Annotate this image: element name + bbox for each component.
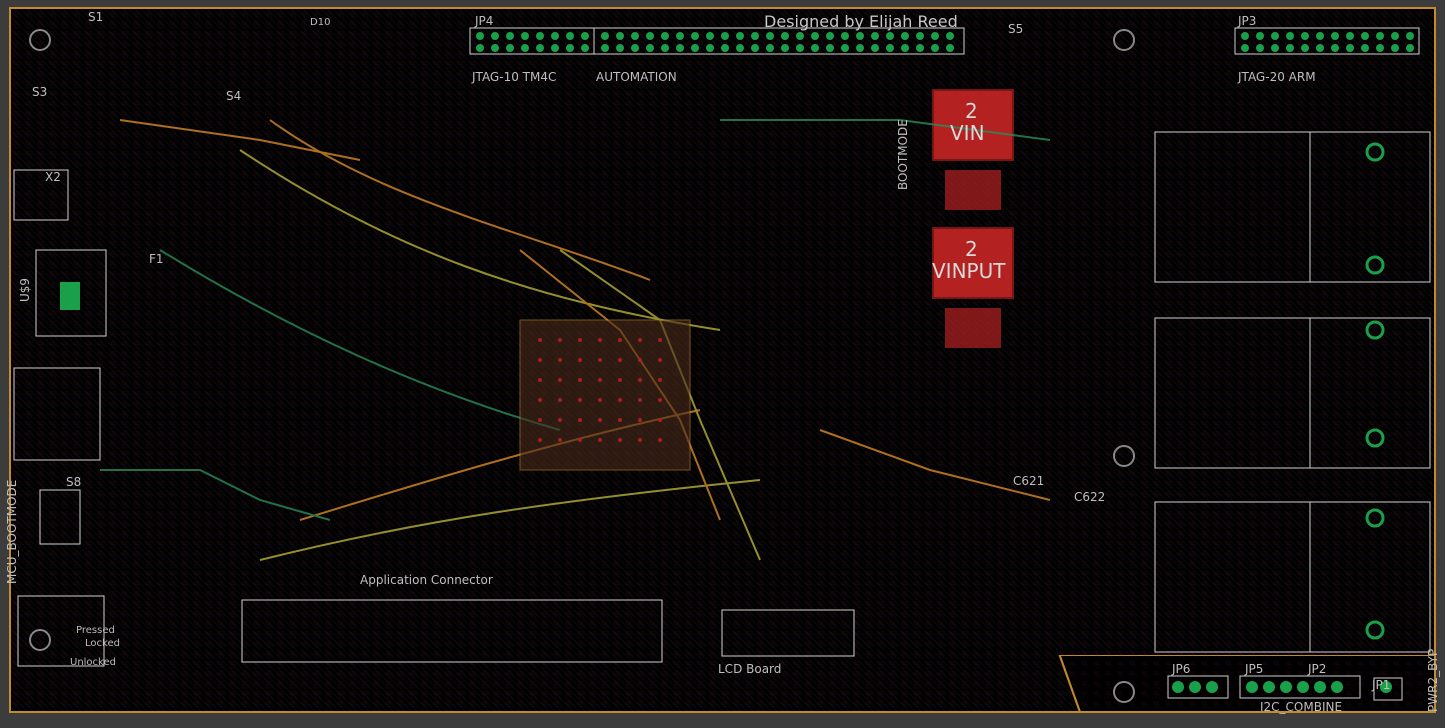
- automation-label: AUTOMATION: [596, 70, 677, 84]
- jp4-label: JP4: [475, 14, 494, 28]
- f1-label: F1: [149, 252, 164, 266]
- vin-number: 2: [965, 99, 978, 123]
- s1-label: S1: [88, 10, 104, 24]
- bootmode-label: BOOTMODE: [896, 119, 910, 190]
- i2c-combine-label: I2C_COMBINE: [1260, 700, 1343, 714]
- s8-label: S8: [66, 475, 82, 489]
- jp2-label: JP2: [1308, 662, 1327, 676]
- d10-label: D10: [310, 17, 331, 28]
- pwr-byp-label: PWR2_BYP: [1426, 648, 1440, 712]
- jp5-label: JP5: [1245, 662, 1264, 676]
- vinput-number: 2: [965, 237, 978, 261]
- jtag20-label: JTAG-20 ARM: [1238, 70, 1316, 84]
- s4-label: S4: [226, 89, 242, 103]
- unlocked-label: Unlocked: [70, 657, 116, 668]
- c621-label: C621: [1013, 474, 1045, 488]
- s5-label: S5: [1008, 22, 1024, 36]
- s3-label: S3: [32, 85, 48, 99]
- lcd-board-label: LCD Board: [718, 662, 782, 676]
- designer-label: Designed by Elijah Reed: [764, 12, 958, 31]
- c622-label: C622: [1074, 490, 1106, 504]
- jtag10-label: JTAG-10 TM4C: [472, 70, 557, 84]
- locked-label: Locked: [85, 638, 120, 649]
- vinput-label: VINPUT: [932, 259, 1006, 283]
- mcu-bootmode-label: MCU_BOOTMODE: [5, 479, 19, 584]
- u9-label: U$9: [18, 277, 32, 302]
- vin-label: VIN: [950, 121, 985, 145]
- jp6-label: JP6: [1172, 662, 1191, 676]
- jp3-label: JP3: [1238, 14, 1257, 28]
- pressed-label: Pressed: [76, 625, 115, 636]
- x2-label: X2: [45, 170, 61, 184]
- application-connector-label: Application Connector: [360, 573, 493, 587]
- jp1-label: JP1: [1372, 678, 1391, 692]
